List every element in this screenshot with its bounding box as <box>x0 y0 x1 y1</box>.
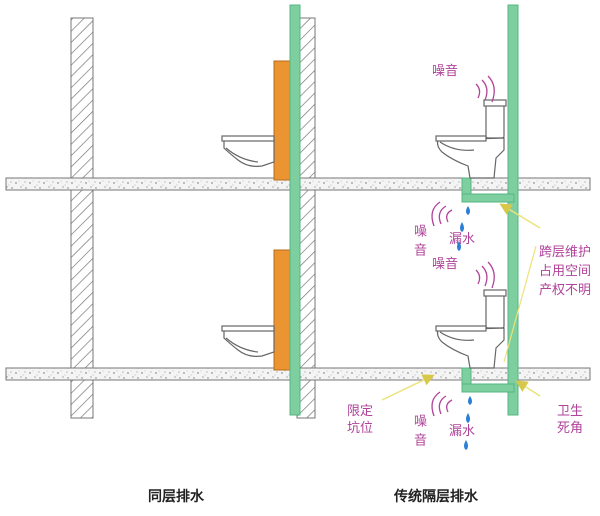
arrow-cross-floor-lower <box>503 245 537 363</box>
sanitary-label-line1: 卫生 <box>557 404 584 419</box>
caption-traditional: 传统隔层排水 <box>394 489 478 505</box>
wall-hung-toilet-lower <box>221 325 275 357</box>
limited-pit-label-line1: 限定 <box>347 404 374 419</box>
cross-floor-label-line2: 占用空间 <box>539 264 592 279</box>
leak-label-bottom: 漏水 <box>449 424 476 439</box>
noise-waves-bottom <box>431 391 453 417</box>
leak-label-mid: 漏水 <box>449 232 476 247</box>
left-wall <box>70 17 94 419</box>
arrow-limited-pit <box>381 374 435 401</box>
arrow-cross-floor <box>499 203 541 229</box>
leak-drops-bottom <box>464 396 472 450</box>
sanitary-label-line2: 死角 <box>557 421 584 436</box>
concealed-cistern-upper <box>273 60 292 181</box>
wall-hung-toilet-upper <box>221 135 275 167</box>
floor-toilet-upper <box>435 99 507 179</box>
leak-drops-mid <box>457 206 470 251</box>
cross-floor-label-line3: 产权不明 <box>539 283 592 298</box>
noise-waves-mid2 <box>475 261 495 289</box>
floor-toilet-lower <box>435 289 507 369</box>
same-floor-drain-pipe <box>289 4 301 416</box>
lower-branch-horizontal <box>461 383 515 393</box>
noise-waves-mid <box>431 201 453 227</box>
noise-label-bottom-vertical: 噪音 <box>411 414 426 452</box>
cross-floor-label-line1: 跨层维护 <box>539 245 592 260</box>
caption-same-floor: 同层排水 <box>148 489 204 505</box>
concealed-cistern-lower <box>273 249 292 371</box>
arrow-sanitary <box>515 380 541 397</box>
noise-waves-top <box>475 75 495 103</box>
noise-label-top: 噪音 <box>432 64 459 79</box>
limited-pit-label-line2: 坑位 <box>347 421 374 436</box>
noise-label-mid-vertical: 噪音 <box>411 224 426 262</box>
noise-label-mid2: 噪音 <box>432 257 459 272</box>
upper-branch-horizontal <box>461 193 515 203</box>
